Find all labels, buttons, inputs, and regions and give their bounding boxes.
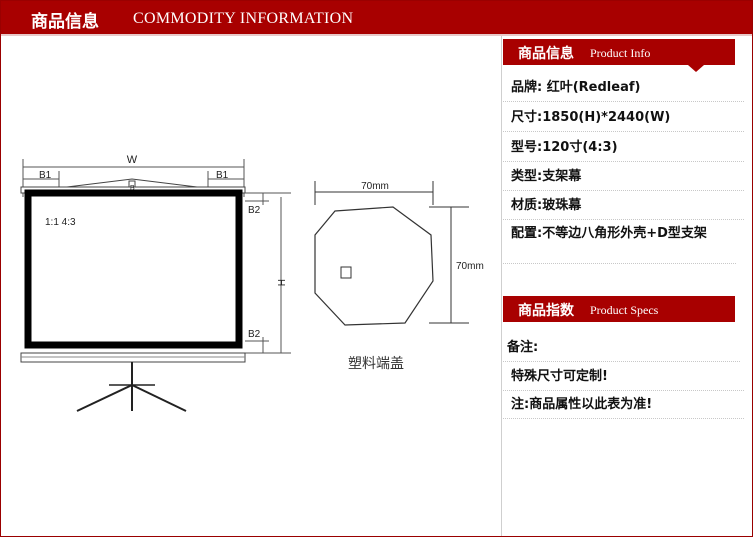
info-label: 尺寸: bbox=[511, 110, 543, 125]
b2-top-label: B2 bbox=[248, 205, 261, 216]
info-row-size: 尺寸:1850(H)*2440(W) bbox=[503, 109, 744, 132]
info-row-type: 类型:支架幕 bbox=[503, 168, 744, 191]
hanger-wire bbox=[66, 178, 198, 188]
info-row-brand: 品牌: 红叶(Redleaf) bbox=[503, 79, 744, 102]
info-value: 支架幕 bbox=[542, 169, 582, 184]
screen-frame bbox=[24, 189, 243, 349]
header-title-cn: 商品信息 bbox=[31, 12, 99, 32]
info-value: 不等边八角形外壳+D型支架 bbox=[542, 226, 707, 241]
info-label: 品牌: bbox=[511, 80, 543, 95]
info-row-config: 配置:不等边八角形外壳+D型支架 bbox=[503, 225, 736, 264]
hanger-center bbox=[128, 180, 136, 188]
cap-width-label: 70mm bbox=[361, 181, 389, 192]
heading-notch bbox=[688, 65, 704, 72]
b2-bottom-label: B2 bbox=[248, 329, 261, 340]
product-info-heading-cn: 商品信息 bbox=[518, 46, 574, 62]
ratio-label: 1:1 4:3 bbox=[45, 217, 76, 228]
info-label: 类型: bbox=[511, 169, 543, 184]
product-specs-heading-en: Product Specs bbox=[590, 303, 659, 317]
product-diagram: W B1 B1 B 1:1 4:3 H B2 B2 bbox=[1, 37, 501, 536]
info-row-model: 型号:120寸(4:3) bbox=[503, 139, 744, 162]
cap-caption: 塑料端盖 bbox=[348, 355, 404, 371]
b1-right-label: B1 bbox=[216, 170, 229, 181]
info-value: 120寸(4:3) bbox=[542, 140, 618, 155]
product-specs-heading-cn: 商品指数 bbox=[518, 303, 574, 319]
spec-row-custom: 特殊尺寸可定制! bbox=[503, 368, 744, 391]
header-title-en: COMMODITY INFORMATION bbox=[133, 10, 354, 27]
info-label: 材质: bbox=[511, 198, 543, 213]
info-row-material: 材质:玻珠幕 bbox=[503, 197, 744, 220]
info-label: 型号: bbox=[511, 140, 543, 155]
info-value: 1850(H)*2440(W) bbox=[542, 110, 671, 125]
b-center-label: B bbox=[130, 185, 135, 192]
diagram-svg: W B1 B1 B 1:1 4:3 H B2 B2 bbox=[20, 154, 484, 412]
h-label: H bbox=[275, 279, 286, 286]
product-info-heading: 商品信息 Product Info bbox=[503, 39, 735, 72]
b1-left-label: B1 bbox=[39, 170, 52, 181]
spec-text: 注:商品属性以此表为准! bbox=[511, 397, 653, 412]
product-info-heading-en: Product Info bbox=[590, 46, 651, 60]
column-divider bbox=[501, 36, 502, 536]
tripod-leg-right bbox=[131, 384, 187, 412]
spec-row-note: 注:商品属性以此表为准! bbox=[503, 396, 744, 419]
product-specs-heading: 商品指数 Product Specs bbox=[503, 296, 735, 322]
info-label: 配置: bbox=[511, 226, 543, 241]
cap-height-label: 70mm bbox=[456, 261, 484, 272]
info-value: 红叶(Redleaf) bbox=[542, 80, 641, 95]
info-value: 玻珠幕 bbox=[542, 198, 582, 213]
spec-text: 备注: bbox=[507, 340, 539, 355]
spec-text: 特殊尺寸可定制! bbox=[511, 369, 608, 384]
header-underline bbox=[1, 34, 752, 36]
tripod-leg-left bbox=[76, 384, 133, 412]
w-label: W bbox=[127, 154, 138, 166]
end-cap-outline bbox=[314, 206, 434, 326]
header-bar: 商品信息 COMMODITY INFORMATION bbox=[1, 1, 752, 34]
end-cap-hole bbox=[340, 266, 352, 279]
spec-row-remark: 备注: bbox=[503, 339, 740, 362]
